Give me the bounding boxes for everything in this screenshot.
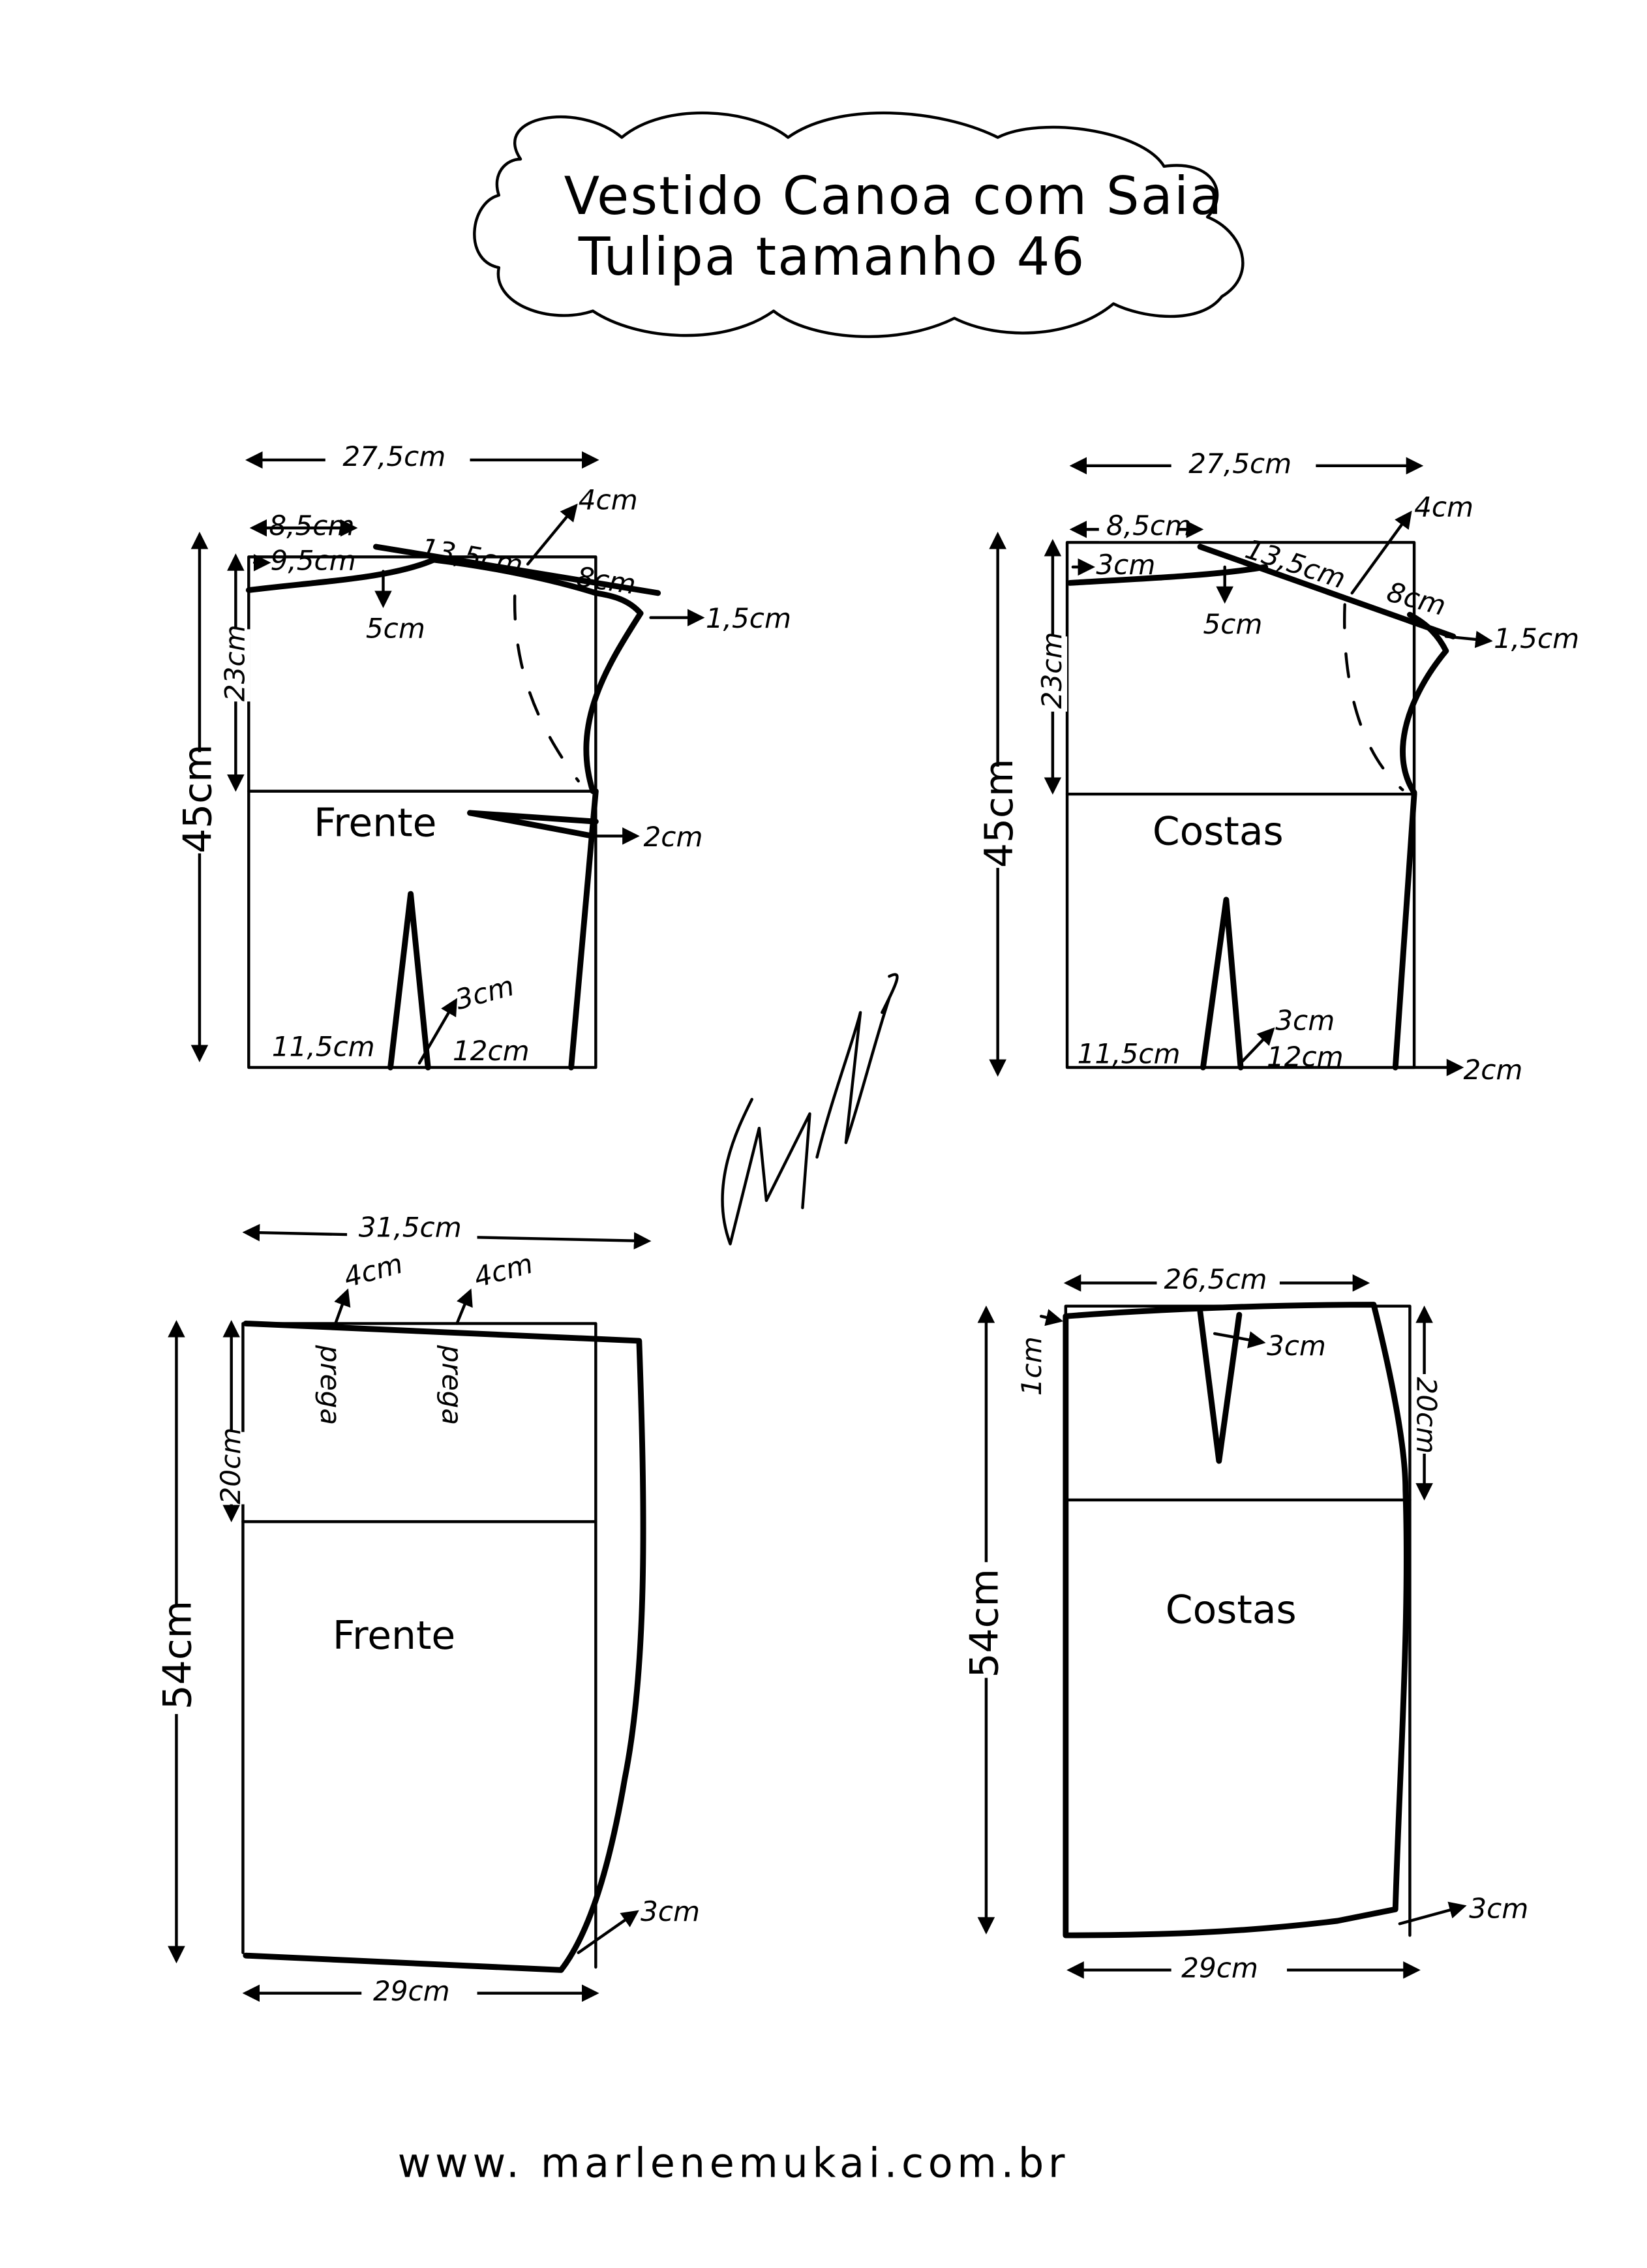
dim-hem-in [1398, 1901, 1467, 1925]
dart-width-label: 3cm [452, 970, 518, 1016]
dim-4cm-arrow [1350, 510, 1412, 595]
side-dart-label: 2cm [644, 821, 703, 853]
hip-depth-label: 20cm [215, 1428, 247, 1505]
width-label: 27,5cm [1188, 448, 1292, 480]
skirt-rect [241, 1322, 597, 1969]
skirt-back: 26,5cm 3cm 1cm 20cm 54cm Costas 3cm 29cm [962, 1261, 1528, 1985]
neck-top-label: 8,5cm [1106, 510, 1192, 542]
pleat1-label: 4cm [340, 1248, 406, 1294]
dim-dart [1213, 1331, 1266, 1349]
neckline [245, 557, 599, 596]
shoulder-line [372, 544, 661, 596]
waist-left-label: 11,5cm [1078, 1037, 1181, 1069]
width-label: 27,5cm [342, 440, 446, 472]
length-label: 54cm [155, 1601, 201, 1709]
hem-label: 29cm [373, 1975, 450, 2007]
pleat-label-1: prega [314, 1345, 346, 1425]
armhole [583, 590, 644, 795]
waist-right-label: 12cm [1267, 1041, 1344, 1073]
pleat-label-2: prega [436, 1345, 468, 1425]
title-cloud: Vestido Canoa com Saia Tulipa tamanho 46 [473, 111, 1245, 339]
piece-label: Costas [1153, 809, 1284, 855]
shoulder-line [1197, 544, 1457, 639]
signature [721, 973, 899, 1246]
width-label: 26,5cm [1164, 1263, 1267, 1295]
waist-dart [1200, 896, 1244, 1071]
neckline [1067, 564, 1269, 586]
neck-depth-label: 5cm [1203, 608, 1262, 640]
armhole [1400, 611, 1449, 796]
side-seam [1392, 791, 1417, 1071]
side-in-label: 2cm [1463, 1054, 1522, 1086]
length-label: 45cm [175, 744, 221, 853]
length-label: 54cm [962, 1569, 1008, 1678]
piece-label: Costas [1166, 1587, 1297, 1632]
dart-label: 3cm [1267, 1330, 1326, 1362]
armhole-ext-label: 1,5cm [1494, 622, 1579, 654]
hem-in-label: 3cm [641, 1895, 700, 1927]
title-line-2: Tulipa tamanho 46 [578, 226, 1086, 287]
hem-in-label: 3cm [1469, 1893, 1528, 1925]
neck-top-label: 8,5cm [269, 510, 354, 542]
dim-4cm-arrow [526, 503, 578, 566]
dim-armhole-ext [1444, 630, 1493, 649]
length-label: 45cm [976, 759, 1022, 868]
signature-scribble [721, 973, 899, 1246]
dim-dart-width [417, 998, 457, 1065]
width-label: 31,5cm [359, 1211, 462, 1243]
waist-right-label: 12cm [453, 1035, 530, 1067]
armhole-depth-label: 23cm [219, 624, 251, 701]
dart-width-label: 3cm [1275, 1004, 1335, 1036]
hip-depth-label: 20cm [1411, 1377, 1443, 1454]
dim-hem-in [577, 1910, 639, 1954]
waist-raise-label: 1cm [1016, 1336, 1048, 1396]
pleat2-label: 4cm [470, 1248, 536, 1294]
skirt-outline [243, 1320, 646, 1973]
armhole-ext-label: 1,5cm [706, 602, 791, 634]
shoulder-label: 13,5cm [418, 532, 525, 581]
waist-left-label: 11,5cm [272, 1030, 375, 1062]
shoulder-drop-label: 4cm [579, 483, 638, 515]
dim-waist-raise [1039, 1309, 1064, 1326]
armhole-depth-label: 23cm [1036, 632, 1068, 709]
neck-side-label: 9,5cm [271, 544, 356, 576]
bodice-back: 27,5cm 8,5cm 3cm 13,5cm 4cm 8cm 1,5cm 5c… [976, 442, 1579, 1086]
armhole-dashed [513, 594, 580, 783]
shoulder-drop-label: 4cm [1414, 491, 1473, 523]
dim-dart-width [1239, 1027, 1275, 1065]
armhole-dashed [1343, 603, 1404, 791]
skirt-front: 31,5cm 4cm 4cm prega prega 20cm 54cm Fre… [155, 1211, 700, 2008]
neck-depth-label: 5cm [366, 613, 425, 645]
waist-dart [387, 891, 431, 1071]
title-line-1: Vestido Canoa com Saia [564, 166, 1224, 226]
piece-label: Frente [314, 800, 436, 846]
pleat-arrow-1 [334, 1288, 351, 1325]
pleat-arrow-2 [455, 1288, 473, 1325]
bodice-front: 27,5cm 8,5cm 9,5cm 13,5cm 4cm 8cm 1,5cm … [175, 437, 791, 1071]
shoulder-ext-label: 8cm [575, 560, 638, 600]
cloud-outline [473, 111, 1245, 339]
waist-dart [1197, 1309, 1243, 1464]
piece-label: Frente [333, 1613, 455, 1659]
hem-label: 29cm [1181, 1952, 1258, 1984]
side-dart [467, 810, 599, 839]
skirt-outline [1063, 1302, 1410, 1939]
neck-side-label: 3cm [1096, 549, 1155, 581]
footer-url: www. marlenemukai.com.br [398, 2139, 1069, 2186]
